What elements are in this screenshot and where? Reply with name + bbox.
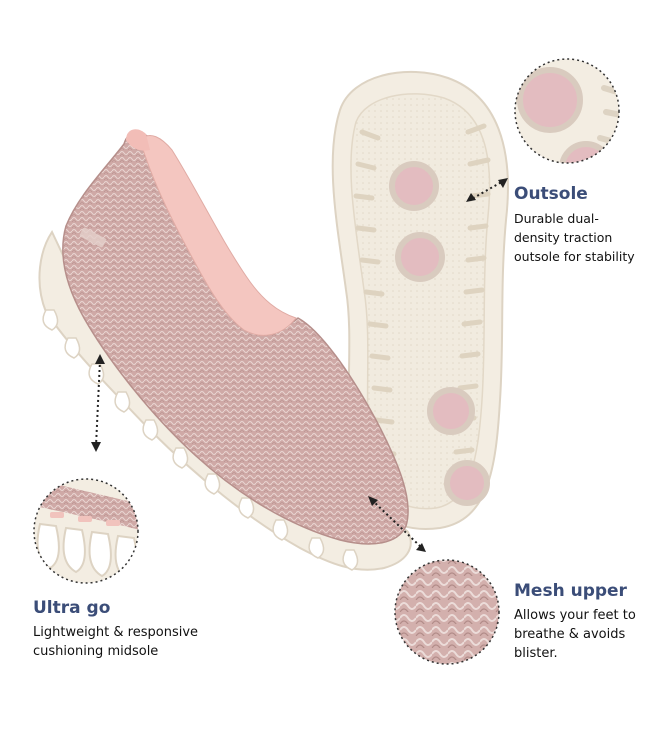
outsole-arrowhead-right-icon bbox=[498, 178, 508, 188]
outsole-title: Outsole bbox=[514, 184, 588, 204]
ultra-go-feature: Ultra go Lightweight & responsive cushio… bbox=[33, 598, 263, 661]
outsole-view bbox=[331, 71, 509, 530]
outsole-arrowhead-left-icon bbox=[466, 193, 476, 202]
mesh-upper-description: Allows your feet to breathe & avoids bli… bbox=[514, 606, 654, 663]
shoe-side-view bbox=[38, 129, 412, 571]
ultra-go-description-line: Lightweight & responsive bbox=[33, 625, 199, 640]
outsole-description: Durable dual- density traction outsole f… bbox=[514, 209, 654, 266]
mesh-arrowhead-up-icon bbox=[368, 496, 378, 506]
outsole-callout-circle bbox=[514, 58, 620, 164]
mesh-upper-description-line: Allows your feet to bbox=[514, 608, 636, 623]
ultra-go-description: Lightweight & responsive cushioning mids… bbox=[33, 623, 263, 661]
mesh-upper-description-line: blister. bbox=[514, 646, 558, 661]
mesh-upper-feature: Mesh upper Allows your feet to breathe &… bbox=[514, 581, 654, 663]
outsole-description-line: density traction bbox=[514, 230, 613, 245]
callout-arrows bbox=[95, 179, 506, 549]
mesh-arrowhead-down-icon bbox=[416, 543, 426, 552]
ultra-go-callout-circle bbox=[33, 478, 139, 584]
outsole-feature: Outsole Durable dual- density traction o… bbox=[514, 184, 654, 266]
mesh-upper-callout-circle bbox=[394, 559, 500, 665]
mesh-upper-description-line: breathe & avoids bbox=[514, 627, 626, 642]
ultra-go-title: Ultra go bbox=[33, 598, 111, 618]
outsole-description-line: Durable dual- bbox=[514, 211, 599, 226]
ultra-go-arrowhead-up-icon bbox=[95, 354, 105, 364]
ultra-go-arrowhead-down-icon bbox=[91, 442, 101, 452]
outsole-description-line: outsole for stability bbox=[514, 249, 635, 264]
ultra-go-description-line: cushioning midsole bbox=[33, 644, 159, 659]
mesh-upper-title: Mesh upper bbox=[514, 581, 627, 601]
